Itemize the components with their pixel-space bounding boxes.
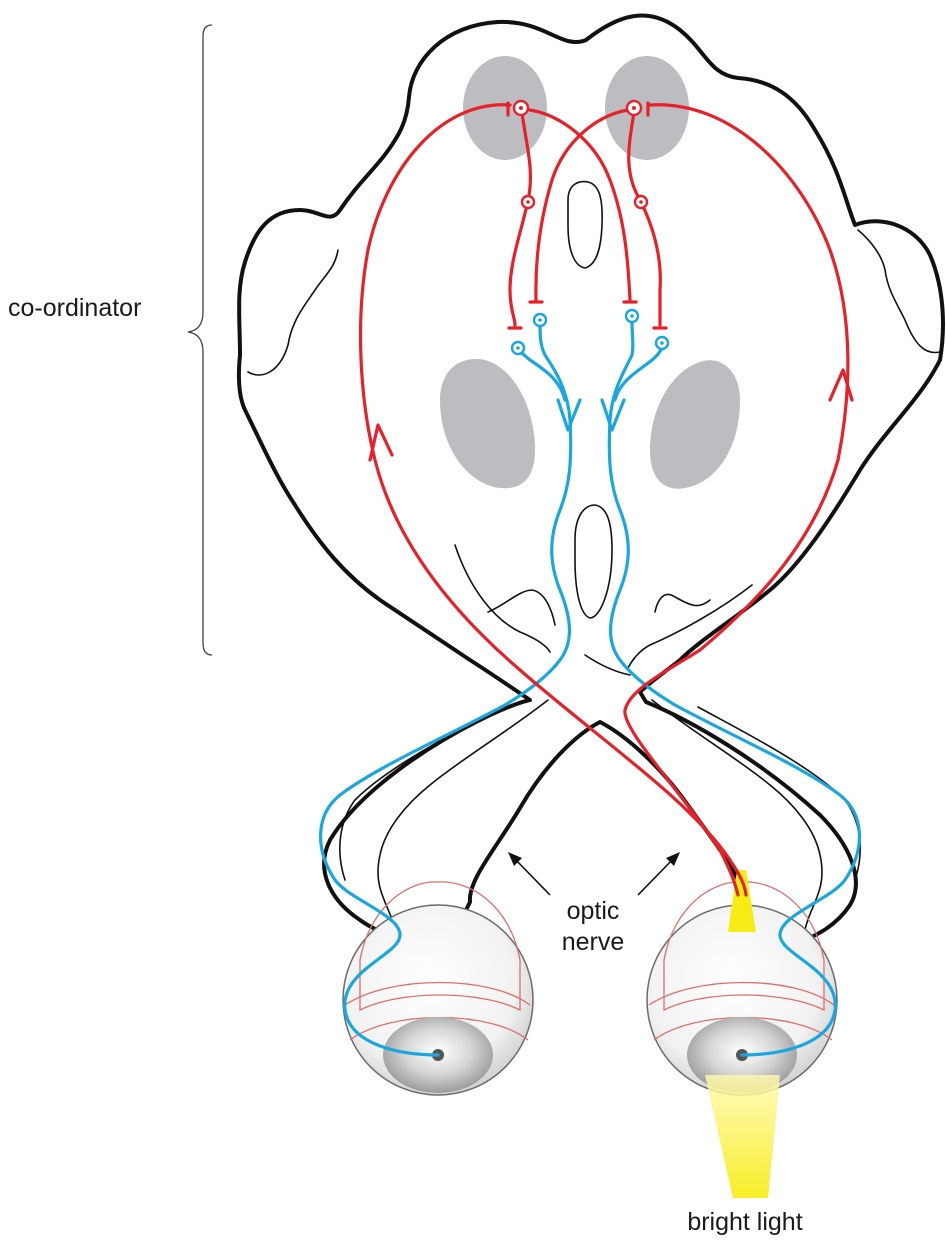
light-beam-outer xyxy=(705,1075,780,1198)
bright-light-label: bright light xyxy=(687,1208,802,1236)
synapse-icon xyxy=(522,196,534,208)
midbrain-outline xyxy=(239,16,943,950)
optic-label-line2: nerve xyxy=(562,928,625,956)
synapse-icon xyxy=(635,196,647,208)
coordinator-brace xyxy=(188,25,212,655)
optic-label-line1: optic xyxy=(567,897,620,925)
optic-nerve-pointers xyxy=(508,852,680,895)
synapse-icon xyxy=(514,101,528,115)
synapse-icon xyxy=(534,314,546,326)
synapse-icon xyxy=(656,337,668,349)
synapse-icon xyxy=(512,342,524,354)
synapse-icon xyxy=(627,101,641,115)
coordinator-label: co-ordinator xyxy=(8,294,141,322)
synapse-icon xyxy=(626,310,638,322)
